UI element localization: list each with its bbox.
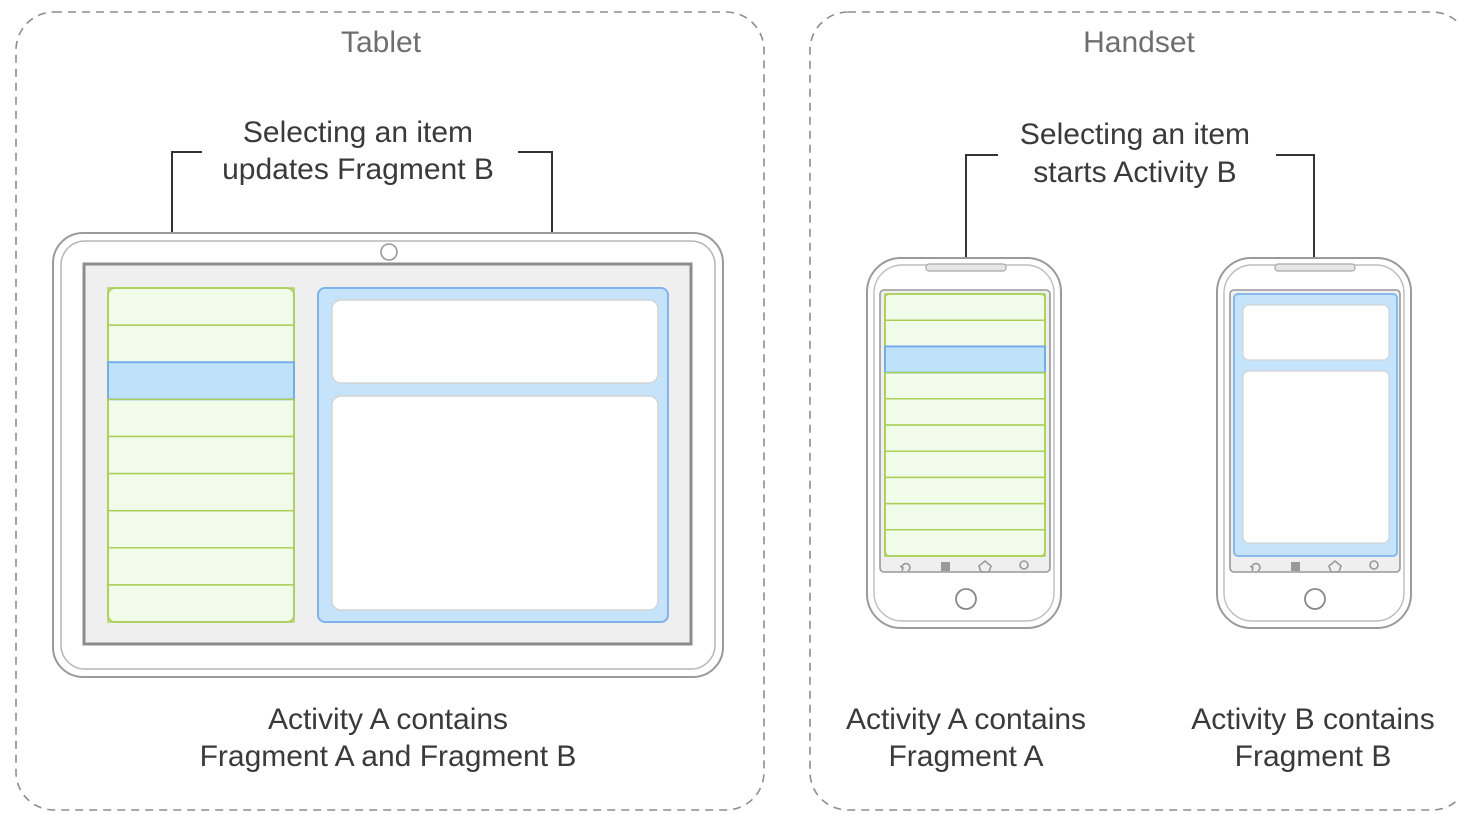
tablet-list-item[interactable] bbox=[107, 584, 295, 623]
phone-a-home-icon bbox=[978, 559, 992, 573]
handset-phone-a bbox=[866, 257, 1062, 629]
handset-callout-arrow bbox=[1276, 154, 1324, 290]
handset-callout-line-1: Selecting an item bbox=[1020, 118, 1250, 151]
phone-a-nav-icons bbox=[899, 559, 1029, 573]
tablet-device bbox=[52, 232, 724, 678]
handset-callout-line-2: starts Activity B bbox=[1033, 156, 1236, 189]
phone-a-search-icon bbox=[1019, 560, 1029, 570]
tablet-camera-icon bbox=[380, 243, 398, 261]
handset-phone-b bbox=[1216, 257, 1412, 629]
phone-b-menu-icon bbox=[1291, 562, 1300, 571]
phone-b-search-icon bbox=[1369, 560, 1379, 570]
phone-b-home-button bbox=[1304, 588, 1326, 610]
handset-caption-a-line-1: Activity A contains bbox=[846, 703, 1086, 736]
handset-panel: Handset Selecting an item starts Activit… bbox=[809, 11, 1457, 811]
tablet-callout-line-1: Selecting an item bbox=[243, 116, 473, 149]
handset-panel-border bbox=[809, 11, 1457, 811]
tablet-fragment-a-list bbox=[107, 287, 295, 623]
phone-a-menu-icon bbox=[941, 562, 950, 571]
tablet-caption-line-2: Fragment A and Fragment B bbox=[200, 740, 577, 773]
tablet-callout-line-2: updates Fragment B bbox=[222, 153, 494, 186]
phone-b-back-icon bbox=[1249, 562, 1261, 572]
phone-b-fragment-b bbox=[1233, 293, 1398, 557]
phone-b-fragment-b-content-card bbox=[1242, 370, 1390, 544]
tablet-fragment-b-content-card bbox=[331, 395, 659, 611]
tablet-panel-title: Tablet bbox=[341, 26, 422, 59]
tablet-panel-border bbox=[15, 11, 765, 811]
tablet-fragment-b bbox=[317, 287, 669, 623]
tablet-caption-line-1: Activity A contains bbox=[268, 703, 508, 736]
phone-b-speaker-icon bbox=[1274, 263, 1356, 272]
tablet-fragment-b-header-card bbox=[331, 299, 659, 384]
tablet-list-frame bbox=[107, 287, 295, 623]
tablet-panel: Tablet Selecting an item updates Fragmen… bbox=[15, 11, 765, 811]
phone-b-fragment-b-header-card bbox=[1242, 304, 1390, 361]
phone-a-fragment-a-list bbox=[884, 293, 1046, 557]
phone-a-back-icon bbox=[899, 562, 911, 572]
tablet-selected-list-item[interactable] bbox=[107, 361, 295, 401]
handset-callout-left-line bbox=[965, 154, 998, 294]
handset-panel-title: Handset bbox=[1083, 26, 1195, 59]
phone-a-list-item[interactable] bbox=[884, 529, 1046, 557]
phone-a-selected-list-item[interactable] bbox=[884, 345, 1046, 374]
handset-caption-b-line-1: Activity B contains bbox=[1191, 703, 1434, 736]
phone-b-home-icon bbox=[1328, 559, 1342, 573]
phone-a-speaker-icon bbox=[925, 263, 1007, 272]
tablet-inner-bezel bbox=[60, 240, 716, 670]
handset-caption-a-line-2: Fragment A bbox=[888, 740, 1043, 773]
phone-a-home-button bbox=[955, 588, 977, 610]
handset-caption-b-line-2: Fragment B bbox=[1235, 740, 1392, 773]
phone-b-nav-icons bbox=[1249, 559, 1379, 573]
